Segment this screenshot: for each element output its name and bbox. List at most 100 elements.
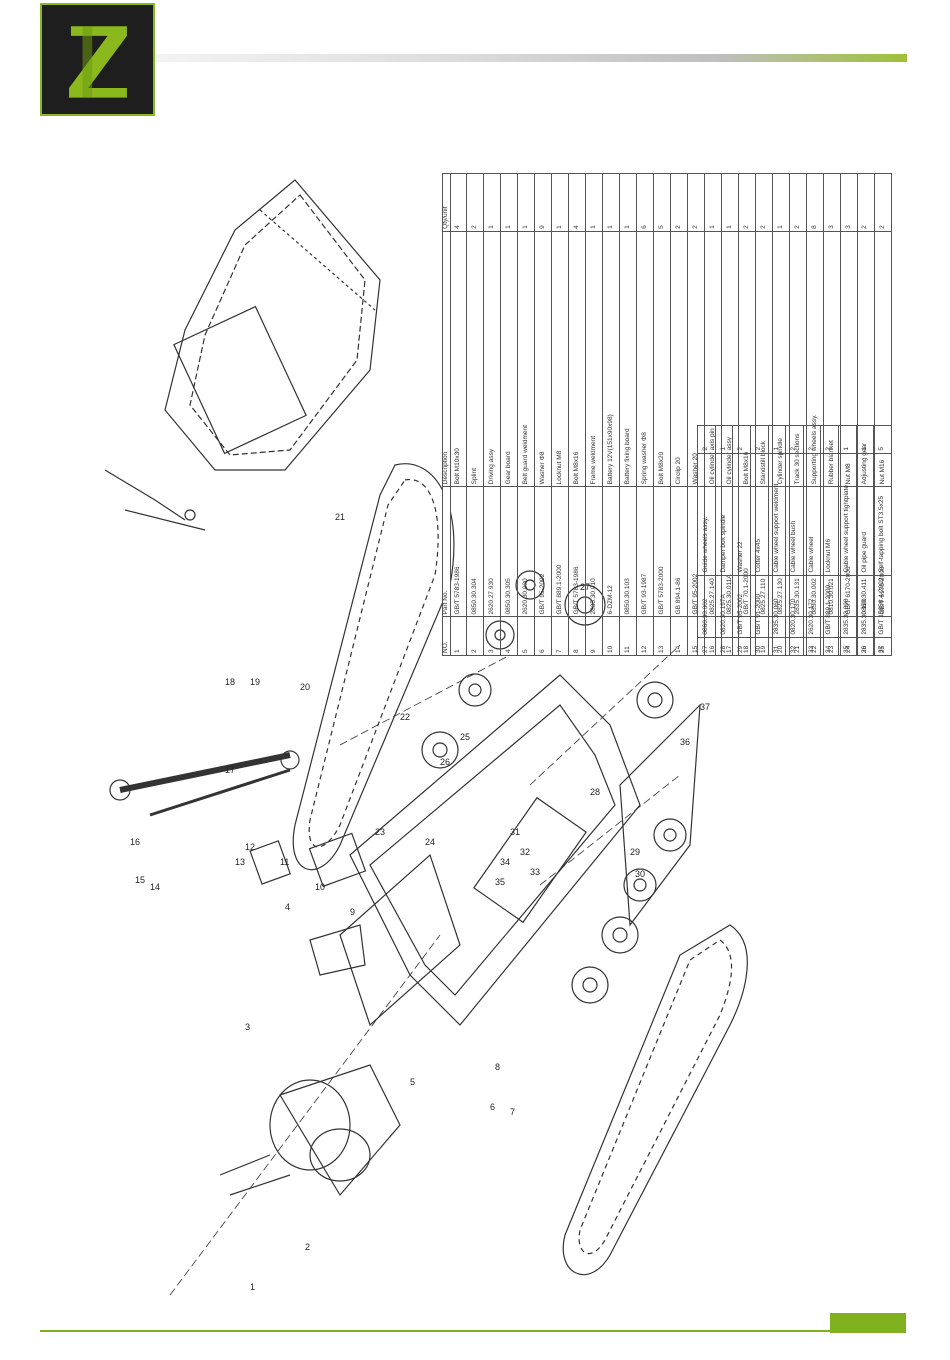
callout: 23 (375, 827, 385, 837)
oil-cylinder-illustration (109, 750, 300, 817)
cell-qty: 2 (803, 425, 821, 454)
cell-qty: 1 (602, 173, 620, 232)
cell-part-no: GB/T 15856.4-2002 (873, 575, 892, 638)
cell-qty: 1 (721, 173, 739, 232)
cell-no: 3 (483, 616, 501, 656)
cell-description: Battery fixing board (619, 231, 637, 487)
col-header-qty: Qty/unit (442, 173, 450, 232)
cell-qty: 2 (738, 173, 756, 232)
callout: 15 (135, 875, 145, 885)
cell-description: Frame weldment (585, 231, 603, 487)
cell-qty: 2 (732, 425, 751, 454)
cell-qty: 1 (768, 425, 786, 454)
callout: 12 (245, 842, 255, 852)
cell-part-no: GB/T 5783-2000 (653, 486, 671, 617)
callout: 17 (225, 765, 235, 775)
cell-no: 29 (732, 637, 751, 656)
cell-no: 8 (568, 616, 586, 656)
callout: 33 (530, 867, 540, 877)
cell-no: 32 (785, 637, 804, 656)
callout: 21 (335, 512, 345, 522)
callout: 27 (580, 582, 590, 592)
cell-part-no: GB/T 889.1-2000 (551, 486, 569, 617)
cell-description: Battery 12V(151x90x98) (602, 231, 620, 487)
cell-qty: 3 (840, 173, 858, 232)
assembly-lines (169, 644, 681, 1296)
cell-part-no: 2620.30.172 (803, 575, 821, 638)
cell-part-no: 0820.30.170 (785, 575, 804, 638)
callout: 35 (495, 877, 505, 887)
cell-no: 4 (500, 616, 518, 656)
cell-part-no: 0860.30.002 (697, 575, 716, 638)
callout: 4 (285, 902, 290, 912)
col-header-description: Description (442, 231, 450, 487)
cell-description: Cable wheel support weldment (768, 453, 786, 576)
callout: 10 (315, 882, 325, 892)
cell-no: 28 (715, 637, 733, 656)
cell-description: Damper box spindle (715, 453, 733, 576)
callout: 18 (225, 677, 235, 687)
cell-description: Locknut M6 (820, 453, 839, 576)
cell-no: 9 (585, 616, 603, 656)
cell-no: 7 (551, 616, 569, 656)
cell-part-no: 2620.30.030 (517, 486, 535, 617)
callout-labels: 1 2 3 4 5 6 7 8 9 10 11 12 13 14 15 16 1… (130, 512, 710, 1292)
cell-part-no: 6-DZM-12 (602, 486, 620, 617)
callout: 8 (495, 1062, 500, 1072)
callout: 1 (250, 1282, 255, 1292)
cell-part-no: GB/T 95-2002 (534, 486, 552, 617)
cell-description: Cable wheel support tightplate (838, 453, 857, 576)
cell-qty: 1 (715, 425, 733, 454)
cell-no: 11 (619, 616, 637, 656)
cell-no: 13 (653, 616, 671, 656)
cell-description: Bolt M8x16 (568, 231, 586, 487)
cell-no: 31 (768, 637, 786, 656)
cell-no: 6 (534, 616, 552, 656)
cell-no: 27 (697, 637, 716, 656)
cell-description: Splint (466, 231, 484, 487)
callout: 3 (245, 1022, 250, 1032)
callout: 13 (235, 857, 245, 867)
cell-no: 35 (838, 637, 857, 656)
cell-qty: 1 (838, 425, 857, 454)
cell-qty: 6 (636, 173, 654, 232)
cell-qty: 4 (568, 173, 586, 232)
cover-plate-illustration (619, 703, 701, 927)
header-rule (155, 54, 907, 62)
cell-no: 33 (803, 637, 821, 656)
cell-part-no: GB/T 889.1-2000 (820, 575, 839, 638)
cell-qty: 2 (857, 173, 875, 232)
cell-description: Self-tapping bolt ST3.5x25 (873, 453, 892, 576)
brand-logo (40, 3, 155, 116)
cell-part-no: 0850.30.305 (500, 486, 518, 617)
cell-no: 5 (517, 616, 535, 656)
cell-part-no: 2620.27.930 (483, 486, 501, 617)
cell-part-no: 2835.30.090 (838, 575, 857, 638)
callout: 19 (250, 677, 260, 687)
cell-qty: 1 (551, 173, 569, 232)
cell-part-no: GB/T 93-1987 (636, 486, 654, 617)
cell-qty: 1 (500, 173, 518, 232)
cell-qty: 1 (704, 173, 722, 232)
cell-qty: 2 (820, 425, 839, 454)
callout: 2 (305, 1242, 310, 1252)
cell-part-no: 0820.30.197A (715, 575, 733, 638)
table-header-row: NO. Part No. Description Qty/unit (442, 173, 450, 656)
cell-description: Washer Φ8 (534, 231, 552, 487)
cell-part-no: GB 894.1-86 (670, 486, 688, 617)
callout: 26 (440, 757, 450, 767)
cell-description: Locknut M8 (551, 231, 569, 487)
z-logo-icon (69, 26, 127, 98)
cell-description: Spring washer Φ8 (636, 231, 654, 487)
